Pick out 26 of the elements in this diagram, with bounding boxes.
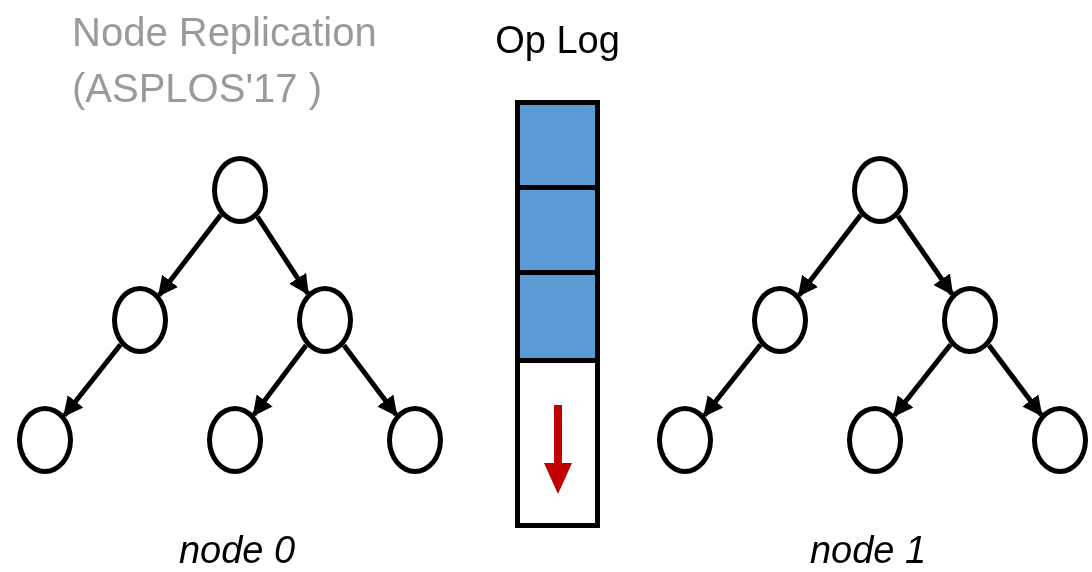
tree-node-circle: [657, 406, 713, 474]
tree-caption: node 1: [808, 528, 928, 572]
tree-node-circle: [852, 156, 908, 224]
arrow: [341, 343, 399, 417]
arrow: [986, 343, 1044, 417]
arrow: [895, 214, 955, 296]
arrow: [251, 343, 309, 417]
tree-node-circle: [207, 406, 263, 474]
arrow: [797, 213, 863, 297]
arrow: [157, 213, 223, 297]
tree-node-circle: [112, 286, 168, 354]
tree-node-circle: [847, 406, 903, 474]
column-heading: Op Log: [494, 18, 621, 63]
arrow: [62, 342, 123, 418]
tree-caption: node 0: [177, 528, 297, 572]
tree-node-circle: [1032, 406, 1088, 474]
arrow: [892, 342, 953, 418]
tree-node-circle: [752, 286, 808, 354]
tree-node-circle: [297, 286, 353, 354]
tree-node-circle: [17, 406, 73, 474]
arrow: [255, 215, 310, 296]
title: Node Replication (ASPLOS'17 ): [72, 9, 378, 112]
tree-node-circle: [387, 406, 443, 474]
arrow: [702, 342, 763, 418]
tree-node-circle: [212, 156, 268, 224]
tree-node-circle: [942, 286, 998, 354]
